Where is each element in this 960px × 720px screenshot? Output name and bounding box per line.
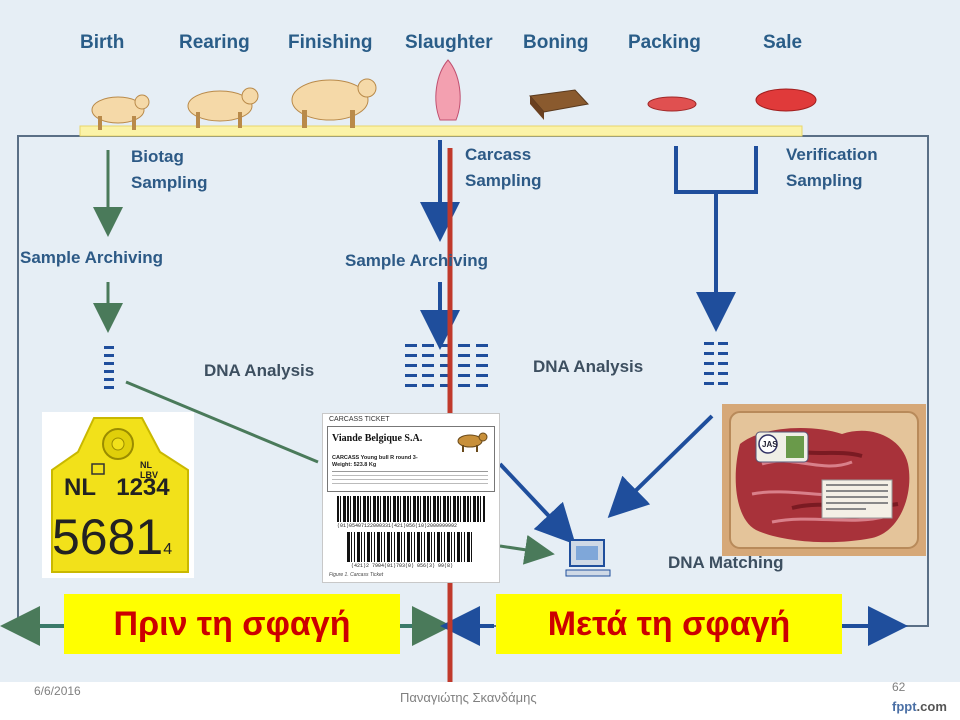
carcass-line-2: Sampling [465, 171, 542, 190]
barcode-2-text: (421)2 7904(01)703(0) 056(3) 99(8) [351, 563, 454, 569]
dna-matching-label: DNA Matching [668, 553, 784, 572]
logo-text: fppt [892, 699, 917, 714]
calf-icon [91, 94, 150, 130]
carcass-icon [435, 59, 461, 121]
barcode-2 [347, 532, 473, 562]
flow-diagram [0, 59, 929, 682]
fppt-logo: fppt.com [892, 699, 947, 714]
ticket-caption: Figure 1. Carcass Ticket [329, 572, 384, 578]
ticket-line-1: CARCASS Young bull R round 3- [332, 455, 418, 461]
stage-rearing: Rearing [179, 32, 250, 53]
dna-analysis-right-label: DNA Analysis [533, 357, 644, 376]
carcass-sampling-label: Carcass Sampling [465, 142, 542, 194]
packed-meat-icon [647, 96, 697, 112]
stage-packing: Packing [628, 32, 701, 53]
stage-boning: Boning [523, 32, 589, 53]
ear-tag-graphic [51, 417, 189, 573]
meat-pack-graphic [722, 404, 926, 556]
stage-birth: Birth [80, 32, 125, 53]
stage-sale: Sale [763, 32, 803, 53]
biotag-line-1: Biotag [131, 147, 184, 166]
verification-sampling-label: Verification Sampling [786, 142, 878, 194]
sample-tubes-mid [405, 344, 488, 387]
stage-slaughter: Slaughter [405, 32, 493, 53]
dna-analysis-left-label: DNA Analysis [204, 361, 315, 380]
footer-date: 6/6/2016 [34, 684, 81, 698]
biotag-sampling-label: Biotag Sampling [131, 144, 208, 196]
verification-line-1: Verification [786, 145, 878, 164]
young-cow-icon [187, 87, 259, 128]
carcass-line-1: Carcass [465, 145, 532, 164]
grown-cow-icon [291, 78, 377, 128]
sample-tubes-left [104, 346, 114, 389]
barcode-1 [337, 496, 485, 522]
left-to-matching-arrow [125, 380, 319, 464]
footer-page-number: 62 [892, 680, 906, 694]
footer-author: Παναγιώτης Σκανδάμης [400, 690, 537, 705]
after-slaughter-banner: Μετά τη σφαγή [496, 594, 842, 654]
sample-tubes-right [704, 342, 728, 385]
verification-line-2: Sampling [786, 171, 863, 190]
right-to-matching-arrow [607, 414, 714, 518]
barcode-1-text: (01)05407122000331(421)056(10)2000999992 [337, 523, 458, 529]
ear-tag-number-row: 56814 [52, 508, 172, 566]
ear-tag-check: 4 [163, 541, 173, 558]
ear-tag-image: NL LBV NL 1234 56814 [42, 412, 194, 578]
ear-tag-small-country: NL [140, 460, 152, 470]
ear-tag-country: NL [64, 474, 96, 501]
logo-domain: .com [916, 699, 947, 714]
meat-pack-brand: JAS [762, 440, 778, 449]
diagram-area: Birth Rearing Finishing Slaughter Boning… [0, 0, 960, 682]
meat-pack-photo: JAS [722, 404, 926, 556]
ear-tag-small-code: NL LBV [140, 460, 158, 480]
timeline-bar [79, 125, 803, 137]
before-slaughter-banner: Πριν τη σφαγή [64, 594, 400, 654]
ticket-info-box: Viande Belgique S.A. CARCASS Young bull … [327, 426, 495, 492]
ear-tag-small-letters: LBV [140, 470, 158, 480]
verification-bracket [674, 146, 758, 194]
ear-tag-code: 1234 [116, 474, 170, 501]
sample-archiving-mid-label: Sample Archiving [345, 251, 488, 270]
ticket-detail-lines [332, 475, 488, 487]
ticket-cow-icon [457, 432, 488, 452]
ear-tag-country-code: NL 1234 [64, 474, 170, 502]
mid-to-matching-arrow [498, 462, 576, 545]
carcass-ticket: CARCASS TICKET Viande Belgique S.A. CARC… [322, 413, 500, 583]
ticket-line-2: Weight: 523.8 Kg [332, 462, 377, 468]
computer-icon [565, 539, 611, 577]
ticket-header: CARCASS TICKET [329, 416, 390, 423]
ticket-company: Viande Belgique S.A. [332, 433, 423, 444]
ticket-divider [332, 471, 488, 472]
sample-archiving-left-label: Sample Archiving [20, 248, 163, 267]
ear-tag-number: 5681 [52, 509, 164, 565]
biotag-line-2: Sampling [131, 173, 208, 192]
steak-icon [755, 88, 817, 112]
left-to-matching-arrow-lower [499, 534, 555, 565]
boned-meat-icon [529, 89, 589, 120]
stage-finishing: Finishing [288, 32, 373, 53]
